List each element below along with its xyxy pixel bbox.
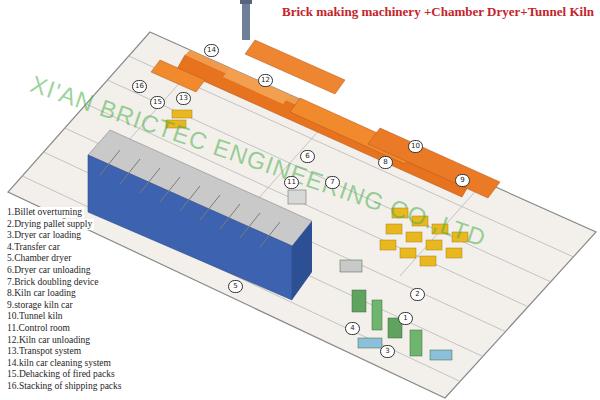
brick-stack [245,40,345,94]
legend-item: 13.Transpot system [5,346,83,357]
callout-number: 5 [228,280,243,293]
callout-number: 1 [398,312,413,325]
rails [22,56,573,381]
callout-number: 9 [455,174,470,187]
callout-number: 3 [380,345,395,358]
diagram-title: Brick making machinery +Chamber Dryer+Tu… [282,4,594,20]
chimney [242,2,250,40]
control-room [288,190,306,204]
legend-item: 16.Stacking of shipping packs [5,381,124,392]
callout-number: 7 [325,176,340,189]
legend-item: 15.Dehacking of fired packs [5,369,117,380]
handling-machinery [340,260,452,360]
callout-number: 12 [258,74,273,87]
legend-item: 8.Kiln car loading [5,288,78,299]
brick-stack [223,68,290,104]
callout-number: 11 [284,176,299,189]
legend-item: 7.Brick doubling device [5,277,101,288]
legend-item: 14.kiln car cleaning system [5,358,113,369]
callout-number: 4 [345,322,360,335]
callout-number: 2 [410,288,425,301]
legend-item: 10.Tunnel kiln [5,311,65,322]
callout-number: 8 [378,156,393,169]
callout-number: 10 [408,140,423,153]
callout-number: 16 [132,80,147,93]
dryer-side [292,221,312,300]
legend-item: 3.Dryer car loading [5,230,83,241]
legend-item: 4.Transfer car [5,242,62,253]
legend-item: 5.Chamber dryer [5,253,73,264]
plant-floor [8,32,596,398]
callout-number: 15 [150,96,165,109]
callout-number: 13 [176,92,191,105]
legend-item: 11.Control room [5,323,72,334]
brick-stack [151,60,205,92]
brick-stack [368,128,500,198]
callout-number: 6 [300,150,315,163]
watermark: XI'AN BRICTEC ENGINEERING CO.,LTD [27,70,490,253]
chimney-top [240,0,252,4]
legend-item: 9.storage kiln car [5,300,75,311]
legend-item: 12.Kiln car unloading [5,335,92,346]
legend-item: 1.Billet overturning [5,207,84,218]
legend-item: 6.Dryer car unloading [5,265,93,276]
legend-item: 2.Drying pallet supply [5,219,94,230]
callout-number: 14 [204,44,219,57]
